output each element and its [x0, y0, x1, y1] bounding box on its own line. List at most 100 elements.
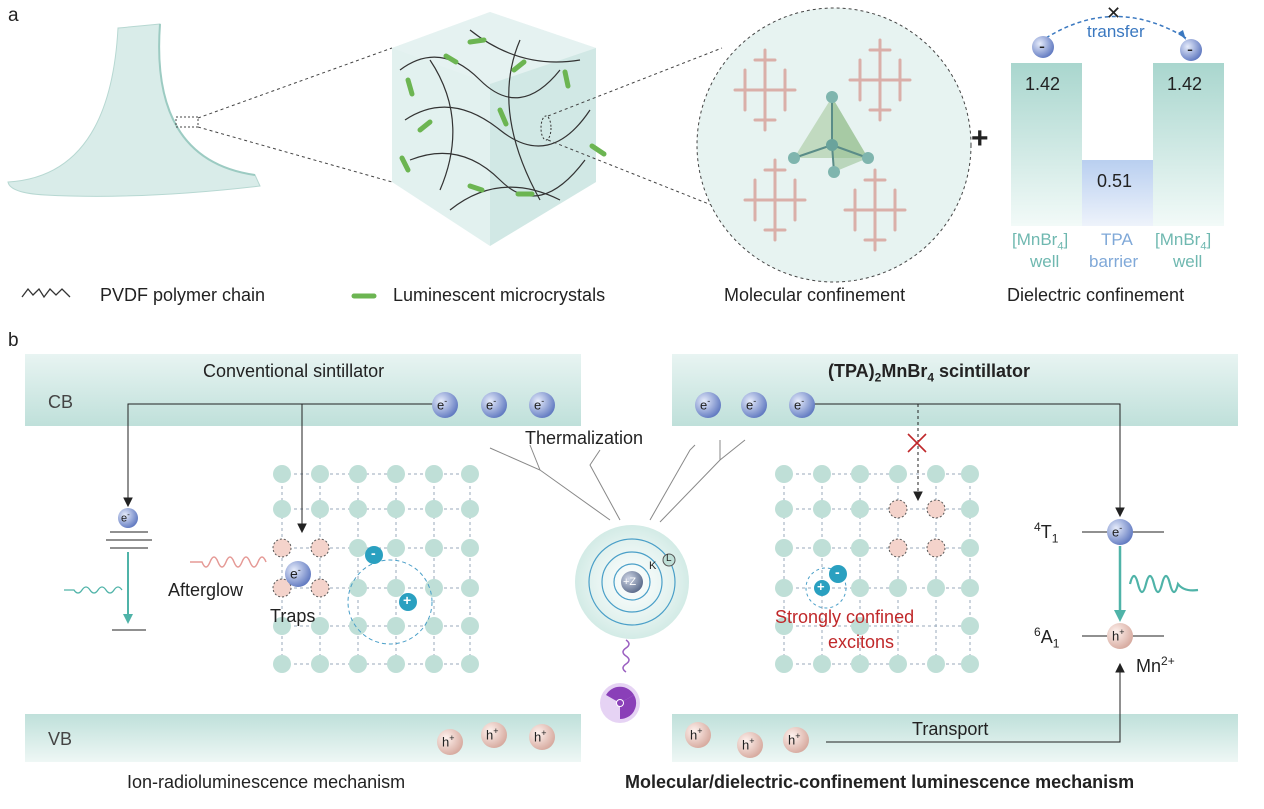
lattice-right-dots [775, 465, 979, 673]
exciton-plus-right: + [817, 579, 825, 594]
legend-microcrystals: Luminescent microcrystals [393, 285, 606, 305]
energy-diagram [1011, 15, 1224, 226]
cb-label-left: CB [48, 392, 74, 412]
hole-label: h+ [486, 726, 499, 743]
lattice-left [281, 473, 471, 665]
electron-minus-left: - [1039, 36, 1045, 56]
legend-molecular: Molecular confinement [724, 285, 906, 305]
exciton-hole-right [814, 580, 830, 596]
transfer-blocked-icon: ✕ [1106, 3, 1122, 23]
trap-sites [272, 538, 330, 598]
well-label-left: [MnBr4] [1012, 230, 1069, 253]
electron-left [1032, 36, 1054, 58]
well-right [1153, 63, 1224, 226]
right-transitions [810, 403, 1164, 743]
trapped-electron [285, 561, 311, 587]
a1-level-label: 6A1 [1034, 625, 1060, 651]
barrier [1082, 160, 1153, 226]
afterglow-label: Afterglow [168, 580, 244, 600]
well-left [1011, 63, 1082, 226]
right-caption: Molecular/dielectric-confinement lumines… [625, 772, 1135, 792]
pvdf-film [7, 23, 261, 197]
panel-b-label: b [8, 330, 19, 351]
well-right-value: 1.42 [1167, 74, 1203, 94]
well-label-right: [MnBr4] [1155, 230, 1212, 253]
polymer-cube [392, 12, 607, 246]
zoom-box [175, 116, 199, 128]
transfer-label: transfer [1087, 22, 1145, 41]
transfer-arrow [1045, 15, 1187, 39]
electron-label: e- [534, 396, 545, 413]
left-caption: Ion-radioluminescence mechanism [127, 772, 406, 792]
confined-sites [888, 499, 946, 558]
zoom-line [547, 47, 723, 117]
electron-label: e- [121, 510, 130, 525]
cb-band-right [672, 354, 1238, 426]
electron-label: e- [746, 396, 757, 413]
carrier-balls [432, 392, 1133, 758]
hole-label: h+ [742, 736, 755, 753]
vb-band-right [672, 714, 1238, 762]
tpa-scintillator-title: (TPA)2MnBr4 scintillator [828, 361, 1031, 385]
exciton-orbit-right [805, 567, 847, 609]
hole-label: h+ [788, 731, 801, 748]
hole-label: h+ [690, 726, 703, 743]
radiation-atom [575, 525, 689, 723]
exciton-orbit-left [347, 559, 433, 645]
lattice-left-dots [273, 465, 479, 673]
legend-pvdf: PVDF polymer chain [100, 285, 266, 305]
electron-minus-right: - [1187, 39, 1193, 59]
conventional-title: Conventional sintillator [203, 361, 385, 381]
electron-label: e- [700, 396, 711, 413]
vb-label-left: VB [48, 729, 73, 749]
electron-defect [118, 508, 138, 528]
electron-label: e- [437, 396, 448, 413]
molecular-confinement-circle [696, 7, 972, 283]
excitons-label-1: Strongly confined [775, 607, 915, 627]
mn-label: Mn2+ [1136, 654, 1175, 676]
emission-wave-right [1128, 574, 1199, 594]
panel-a-label: a [8, 5, 19, 26]
electron-label: e- [794, 396, 805, 413]
t1-level-label: 4T1 [1034, 520, 1059, 546]
hole-label: h+ [442, 733, 455, 750]
thermalization-label: Thermalization [525, 428, 644, 448]
plus-sign: + [971, 122, 989, 155]
nucleus-label: +Z [623, 576, 637, 588]
legend-dielectric: Dielectric confinement [1007, 285, 1185, 305]
emission-wave-left [64, 586, 123, 594]
electron-right [1180, 39, 1202, 61]
zoom-line [197, 126, 393, 183]
zoom-line [547, 139, 725, 211]
exciton-electron-left [365, 546, 383, 564]
traps-label: Traps [270, 606, 316, 626]
electron-label: e- [290, 565, 301, 582]
gamma-wave-icon [622, 639, 630, 673]
well-left-value: 1.42 [1025, 74, 1061, 94]
well-word-left: well [1030, 252, 1060, 271]
exciton-hole-left [399, 593, 417, 611]
excitons-label-2: excitons [828, 632, 895, 652]
shell-l-label: L [666, 553, 672, 564]
electron-label: e- [1112, 523, 1123, 540]
hole-label: h+ [534, 728, 547, 745]
hole-label: h+ [1112, 627, 1125, 644]
shell-k-label: K [649, 560, 657, 572]
tpa-label: TPA [1101, 230, 1133, 249]
exciton-plus-left: + [403, 592, 412, 608]
cross-icon [907, 433, 927, 453]
well-word-right: well [1173, 252, 1203, 271]
zoom-line [197, 47, 393, 119]
exciton-minus-right: - [835, 564, 840, 580]
thermalization-lines [489, 439, 746, 523]
lattice-right [783, 473, 971, 665]
exciton-minus-left: - [371, 545, 376, 561]
radiation-icon [600, 683, 640, 723]
left-transitions [106, 403, 434, 631]
pvdf-chain-icon [21, 287, 71, 299]
electron-label: e- [486, 396, 497, 413]
barrier-value: 0.51 [1097, 171, 1133, 191]
transport-label: Transport [912, 719, 989, 739]
afterglow-wave [190, 556, 267, 568]
